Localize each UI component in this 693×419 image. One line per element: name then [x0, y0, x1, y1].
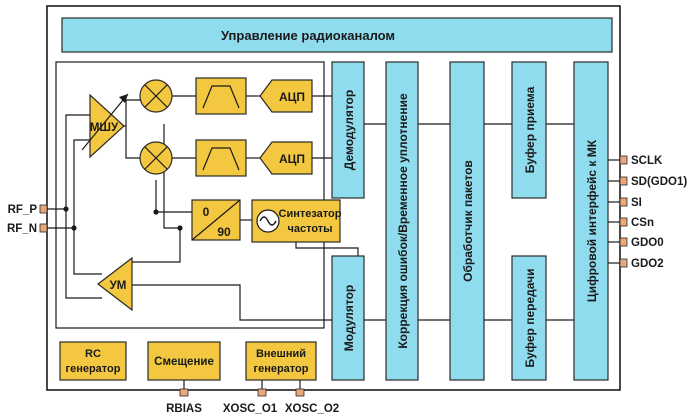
xosc-label-1: Внешний	[256, 348, 306, 360]
pin-xosc-o2: XOSC_O2	[285, 403, 339, 415]
pin-pad	[619, 258, 628, 268]
pin-pad	[39, 204, 48, 214]
pin-pad	[619, 197, 628, 207]
xosc-label-2: генератор	[254, 363, 309, 375]
modulator-label: Модулятор	[342, 285, 356, 351]
adc-bottom	[259, 141, 313, 175]
synthesizer-label-1: Синтезатор	[279, 208, 342, 220]
svg-text:90: 90	[217, 225, 231, 239]
pin-pad	[257, 388, 267, 397]
junction-dot	[63, 206, 69, 212]
junction-dot	[177, 225, 183, 231]
modulator-block	[331, 255, 365, 381]
junction-dot	[153, 209, 159, 215]
pin-pad	[39, 223, 48, 233]
demodulator-label: Демодулятор	[342, 90, 356, 170]
pin-rf-p: RF_P	[8, 204, 38, 216]
packet-handler-label: Обработчик пакетов	[461, 160, 475, 282]
pa-amplifier	[97, 256, 133, 312]
pin-xosc-o1: XOSC_O1	[223, 403, 278, 415]
adc-top-label: АЦП	[279, 90, 305, 104]
pin-sd-gdo1: SD(GDO1)	[631, 176, 687, 188]
pin-gdo0: GDO0	[631, 237, 664, 249]
radio-control-block	[61, 17, 613, 53]
rx-fifo-label: Буфер приема	[523, 86, 537, 173]
rc-oscillator-block	[59, 341, 127, 381]
adc-top	[259, 79, 313, 113]
bias-label: Смещение	[154, 356, 214, 368]
radio-control-label: Управление радиоканалом	[221, 28, 395, 43]
fec-label: Коррекция ошибок/Временное уплотнение	[396, 93, 410, 349]
pin-rbias: RBIAS	[166, 403, 202, 415]
pin-pad	[619, 176, 628, 186]
svg-text:0: 0	[203, 205, 210, 219]
filter-top	[195, 77, 247, 115]
fec-block	[385, 61, 419, 381]
synthesizer-label-2: частоты	[287, 223, 332, 235]
mixer-bottom	[139, 141, 173, 175]
pin-csn: CSn	[631, 217, 654, 229]
rx-fifo-block	[511, 61, 547, 199]
tx-fifo-block	[511, 255, 547, 381]
pin-gdo2: GDO2	[631, 258, 664, 270]
pin-pad	[619, 237, 628, 247]
pin-pad	[179, 388, 189, 397]
rc-oscillator-label-2: генератор	[66, 363, 121, 375]
mcu-interface-block	[573, 61, 609, 381]
lna-amplifier	[89, 93, 125, 159]
pin-rf-n: RF_N	[7, 223, 37, 235]
pa-label: УМ	[110, 280, 127, 292]
tx-fifo-label: Буфер передачи	[523, 269, 537, 368]
phase-splitter: 0 90	[191, 199, 241, 241]
demodulator-block	[331, 61, 365, 199]
junction-dot	[71, 225, 77, 231]
packet-handler-block	[449, 61, 485, 381]
filter-bottom	[195, 139, 247, 177]
bias-block	[147, 341, 221, 381]
analog-frame	[55, 61, 325, 329]
pin-pad	[295, 388, 305, 397]
xosc-block	[245, 341, 317, 381]
lna-label: МШУ	[90, 122, 119, 134]
mcu-interface-label: Цифровой интерфейс к МК	[585, 139, 599, 302]
pin-si: SI	[631, 197, 642, 209]
mixer-top	[139, 79, 173, 113]
oscillator-icon	[256, 209, 280, 233]
pin-pad	[619, 155, 628, 165]
pin-pad	[619, 217, 628, 227]
pin-sclk: SCLK	[631, 155, 663, 167]
rc-oscillator-label-1: RC	[85, 348, 101, 360]
adc-bottom-label: АЦП	[279, 152, 305, 166]
